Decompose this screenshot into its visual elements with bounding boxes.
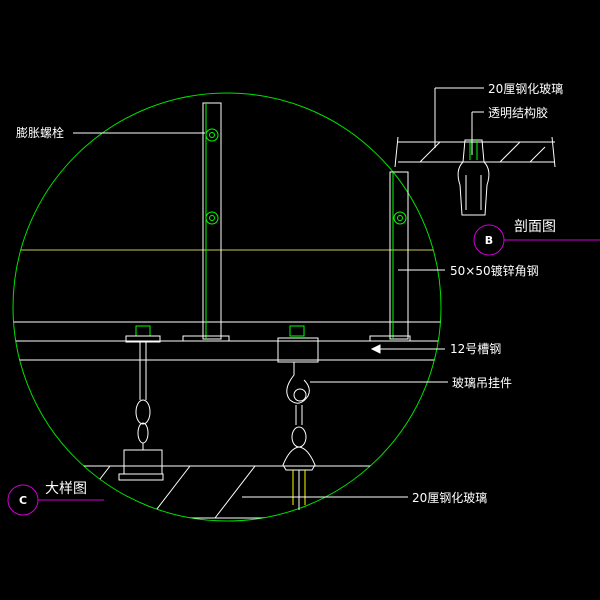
expansion-bolt-lower [205, 211, 219, 225]
label-sealant: 透明结构胶 [488, 105, 548, 120]
section-view-b [394, 136, 556, 216]
detail-boundary-circle [12, 92, 442, 522]
label-angle-steel: 50×50镀锌角钢 [450, 264, 539, 278]
detail-tag-c: C [7, 484, 104, 516]
leader-channel-arrow [370, 344, 381, 354]
angle-steel-right [369, 171, 411, 342]
label-glass-top: 20厘钢化玻璃 [488, 82, 563, 96]
label-glass-bottom: 20厘钢化玻璃 [412, 491, 487, 505]
hanger-assembly-right [277, 325, 319, 510]
expansion-bolt-upper [205, 128, 219, 142]
label-section-title: 剖面图 [514, 219, 556, 235]
section-tag-b: B [473, 224, 600, 256]
label-detail-title: 大样图 [45, 481, 87, 497]
leader-lines [73, 87, 484, 498]
label-expansion-bolt: 膨胀螺栓 [16, 125, 64, 140]
label-glass-hanger: 玻璃吊挂件 [452, 376, 512, 390]
label-channel-steel: 12号槽钢 [450, 342, 501, 356]
detail-tag-c-text: C [19, 494, 27, 507]
section-tag-b-text: B [485, 234, 493, 247]
hanger-assembly-left [118, 325, 164, 481]
detail-interior [13, 249, 441, 519]
glass-hatch [69, 465, 381, 519]
angle-steel-left [182, 102, 230, 342]
